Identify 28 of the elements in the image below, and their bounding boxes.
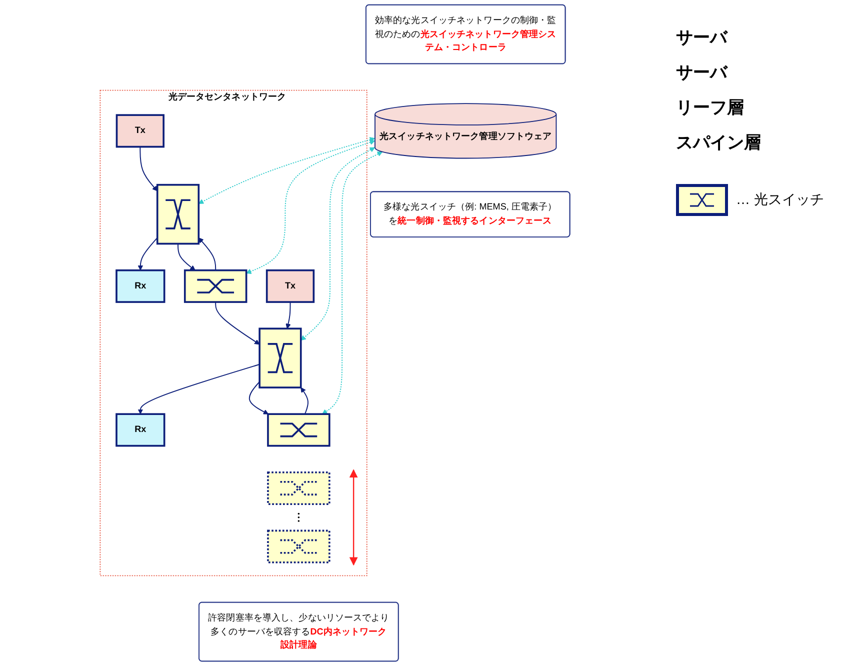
arrow — [248, 381, 269, 414]
arrow — [138, 364, 260, 414]
legend-text: … 光スイッチ — [736, 191, 824, 209]
arrow — [198, 137, 375, 204]
arrow — [198, 238, 216, 271]
node-box — [267, 471, 330, 505]
arrow — [178, 243, 196, 271]
arrow — [140, 146, 158, 192]
node-box — [156, 184, 200, 245]
arrow — [286, 302, 291, 329]
node-box: Rx — [116, 413, 166, 447]
node-box: Tx — [266, 269, 315, 303]
arrow — [322, 152, 383, 414]
node-box — [258, 328, 302, 388]
diagram-label: サーバ — [676, 27, 727, 49]
diagram-label: リーフ層 — [676, 97, 744, 119]
diagram-label: スパイン層 — [676, 132, 761, 154]
node-box: Rx — [116, 269, 166, 303]
arrow — [138, 237, 158, 271]
arrow — [246, 140, 375, 274]
arrow — [215, 302, 260, 345]
node-box — [267, 413, 330, 447]
arrow — [300, 387, 308, 415]
arrow — [300, 147, 376, 341]
node-box: Tx — [116, 114, 164, 148]
diagram-label: サーバ — [676, 62, 727, 84]
node-box — [267, 530, 330, 564]
node-box — [184, 269, 248, 303]
